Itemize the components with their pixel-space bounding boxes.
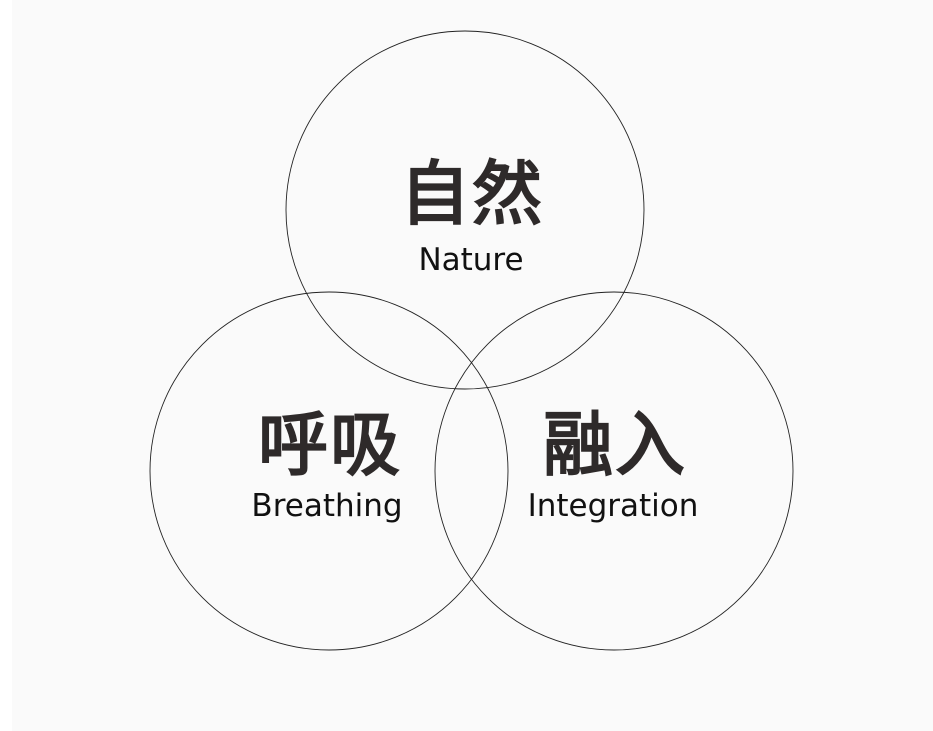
circle-nature	[285, 30, 645, 390]
breathing-english-label: Breathing	[251, 488, 402, 524]
circle-breathing	[149, 291, 509, 651]
nature-english-label: Nature	[418, 242, 523, 278]
circle-integration	[434, 291, 794, 651]
integration-cjk-label: 融入	[543, 404, 687, 486]
breathing-cjk-label: 呼吸	[258, 404, 402, 486]
nature-cjk-label: 自然	[400, 153, 544, 235]
integration-english-label: Integration	[528, 488, 699, 524]
diagram-background	[12, 0, 933, 731]
